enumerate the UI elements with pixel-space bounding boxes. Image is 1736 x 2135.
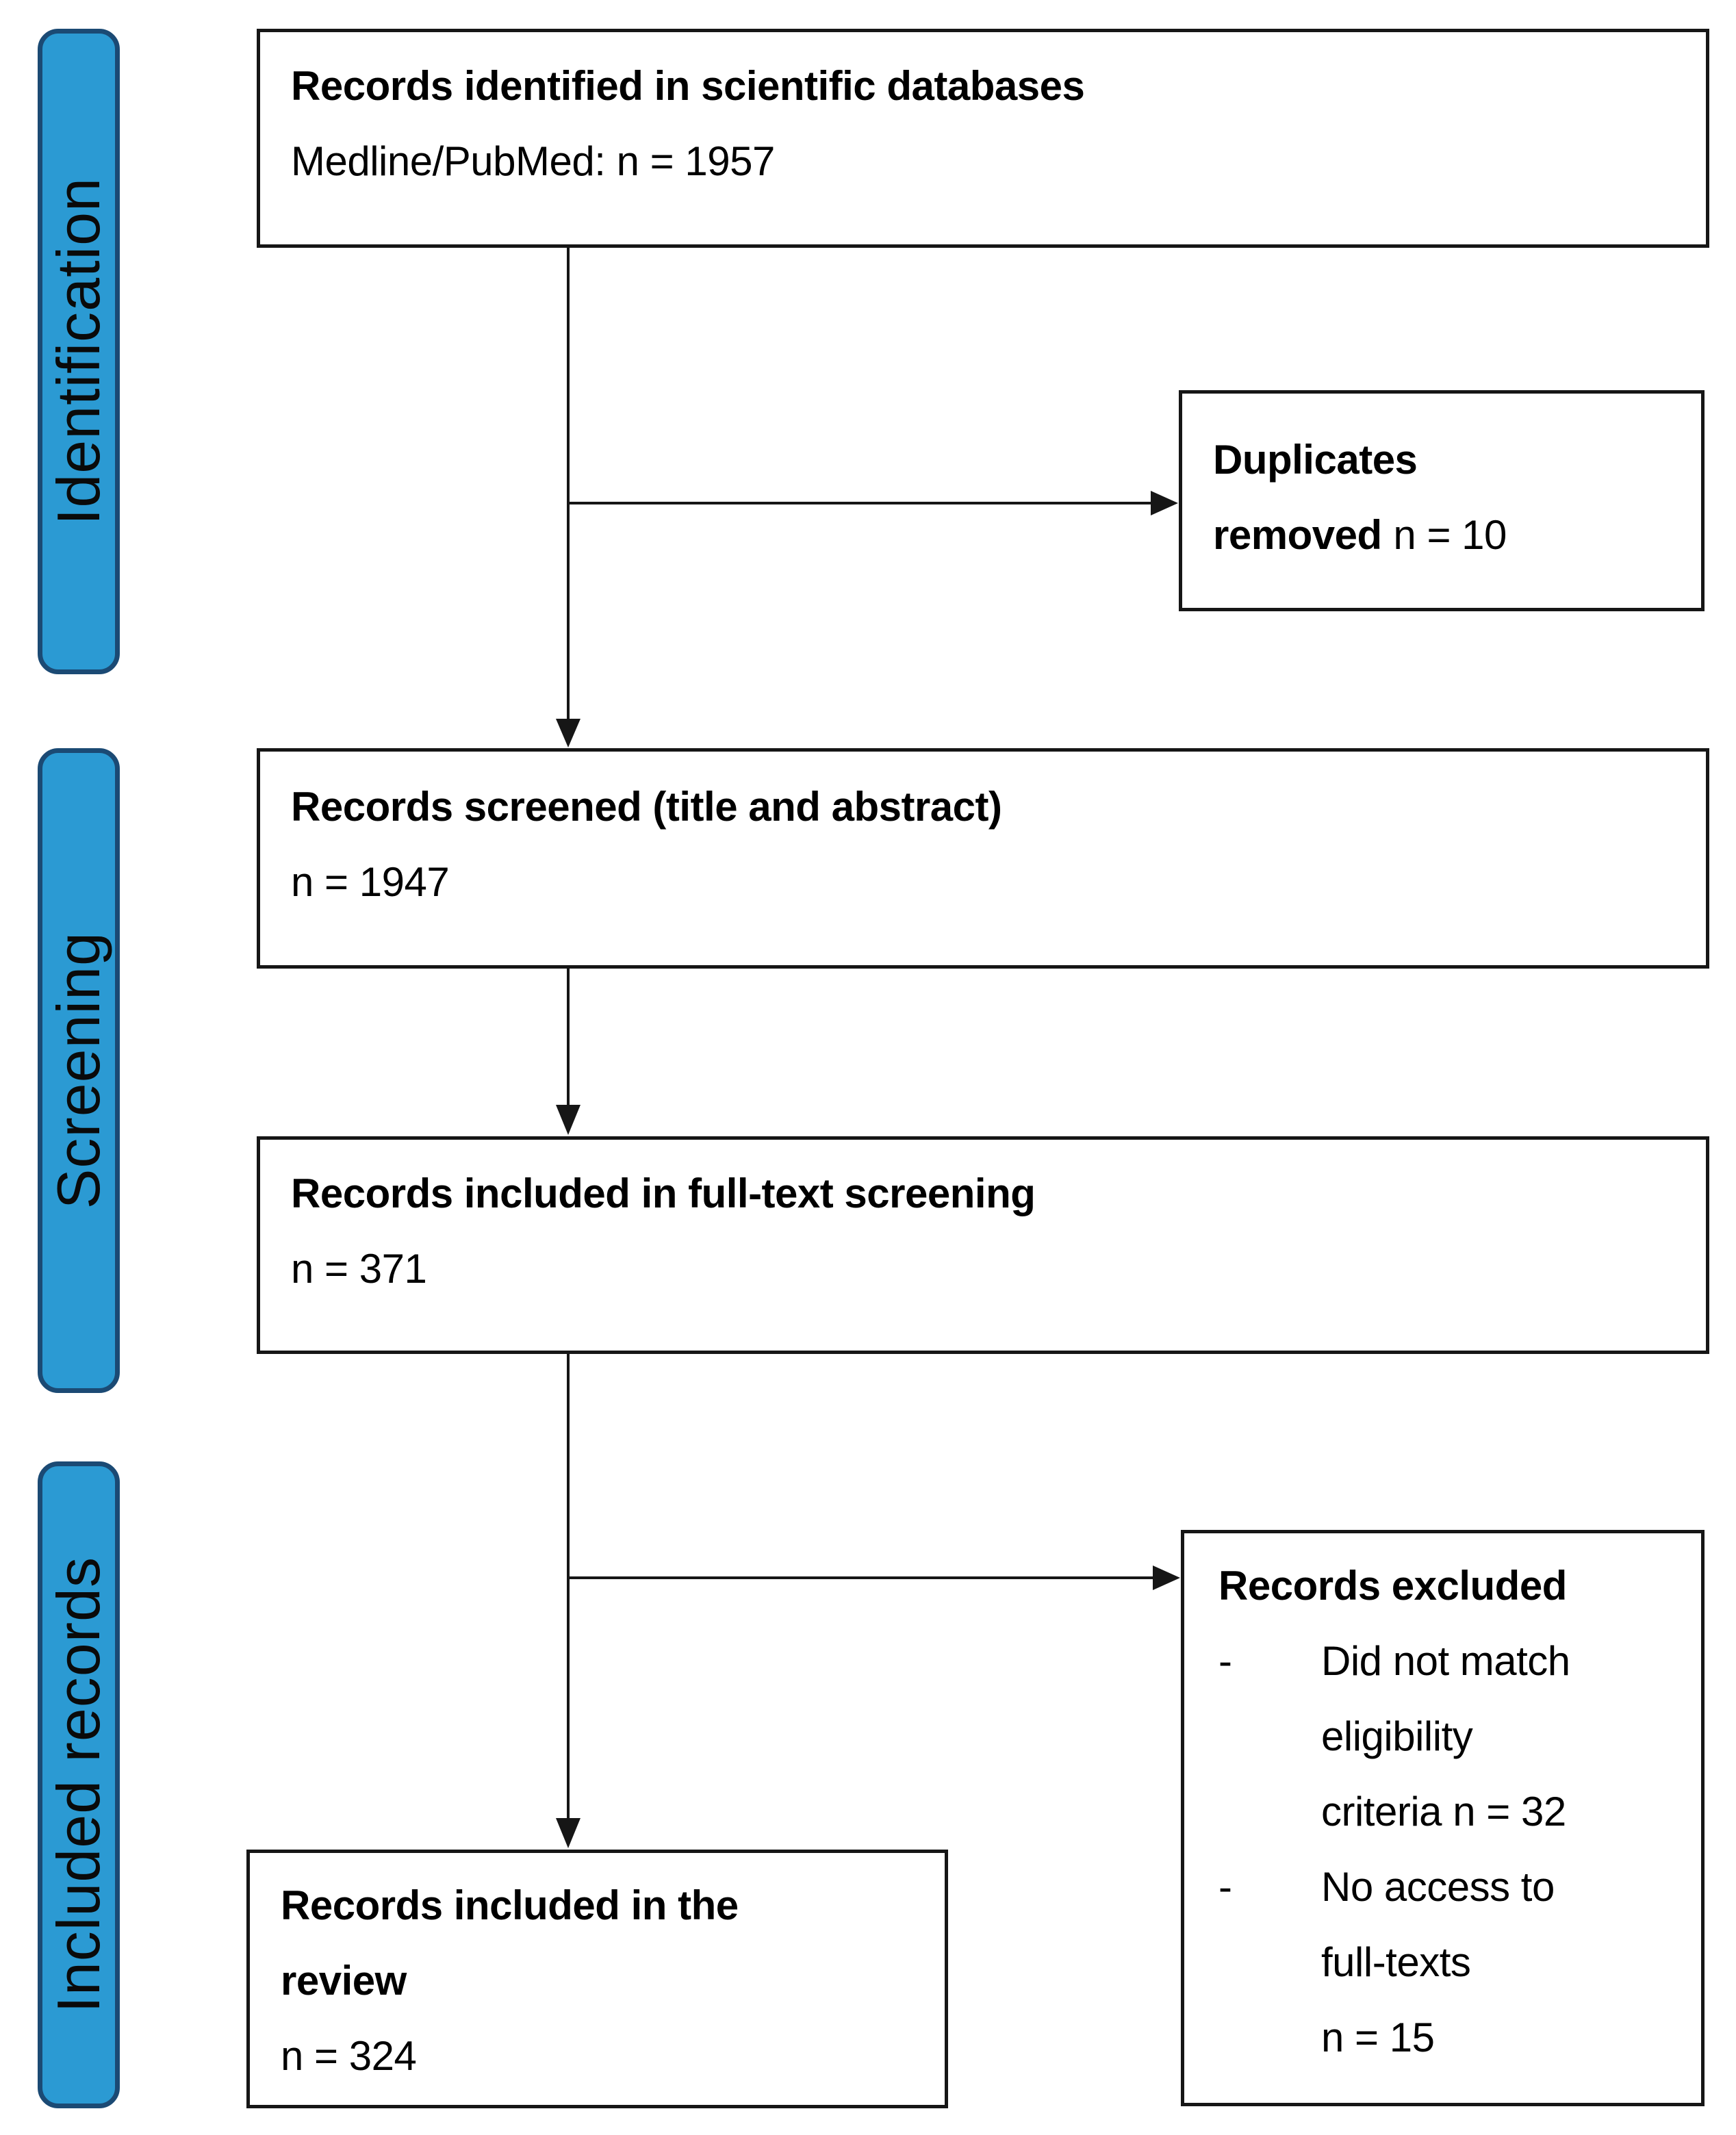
bullet-dash: - bbox=[1218, 1864, 1232, 1910]
box-records-included-review: Records included in the review n = 324 bbox=[246, 1850, 948, 2108]
box-records-screened: Records screened (title and abstract) n … bbox=[257, 748, 1709, 969]
arrow-fulltext-to-review-head bbox=[556, 1818, 580, 1848]
stage-label-included-records: Included records bbox=[38, 1461, 120, 2108]
arrow-branch-excluded-head bbox=[1153, 1565, 1180, 1590]
arrow-screened-to-fulltext-head bbox=[556, 1105, 580, 1135]
stage-label-screening-text: Screening bbox=[44, 932, 112, 1210]
records-excluded-title: Records excluded bbox=[1218, 1563, 1567, 1609]
excluded-item-eligibility-line2: eligibility bbox=[1321, 1713, 1473, 1759]
duplicates-removed-title-line2: removed bbox=[1213, 512, 1382, 558]
review-title-line2: review bbox=[281, 1958, 407, 2004]
stage-label-identification: Identification bbox=[38, 29, 120, 674]
stage-label-included-records-text: Included records bbox=[44, 1557, 112, 2013]
arrow-identified-to-screened-head bbox=[556, 719, 580, 747]
fulltext-screening-title: Records included in full-text screening bbox=[291, 1171, 1036, 1216]
fulltext-screening-count: n = 371 bbox=[291, 1246, 427, 1292]
review-count: n = 324 bbox=[281, 2033, 417, 2079]
records-identified-count: Medline/PubMed: n = 1957 bbox=[291, 138, 775, 184]
excluded-item-no-access: - No access to full-texts n = 15 bbox=[1218, 1850, 1681, 2075]
arrow-branch-duplicates-head bbox=[1151, 491, 1178, 515]
box-records-identified: Records identified in scientific databas… bbox=[257, 29, 1709, 248]
records-screened-count: n = 1947 bbox=[291, 859, 450, 905]
excluded-item-no-access-count: n = 15 bbox=[1321, 2015, 1435, 2060]
excluded-item-no-access-line1: No access to bbox=[1321, 1864, 1555, 1910]
duplicates-removed-count: n = 10 bbox=[1393, 512, 1507, 558]
excluded-item-no-access-line2: full-texts bbox=[1321, 1939, 1471, 1985]
review-title-line1: Records included in the bbox=[281, 1882, 739, 1928]
records-identified-title: Records identified in scientific databas… bbox=[291, 63, 1085, 109]
stage-label-screening: Screening bbox=[38, 748, 120, 1393]
box-fulltext-screening: Records included in full-text screening … bbox=[257, 1136, 1709, 1354]
stage-label-identification-text: Identification bbox=[44, 177, 112, 526]
excluded-item-eligibility-count: criteria n = 32 bbox=[1321, 1789, 1566, 1834]
excluded-item-eligibility: - Did not match eligibility criteria n =… bbox=[1218, 1624, 1681, 1850]
records-screened-title: Records screened (title and abstract) bbox=[291, 784, 1002, 830]
box-records-excluded: Records excluded - Did not match eligibi… bbox=[1181, 1530, 1705, 2106]
excluded-item-eligibility-line1: Did not match bbox=[1321, 1638, 1570, 1684]
bullet-dash: - bbox=[1218, 1638, 1232, 1684]
duplicates-removed-title-line1: Duplicates bbox=[1213, 437, 1418, 483]
